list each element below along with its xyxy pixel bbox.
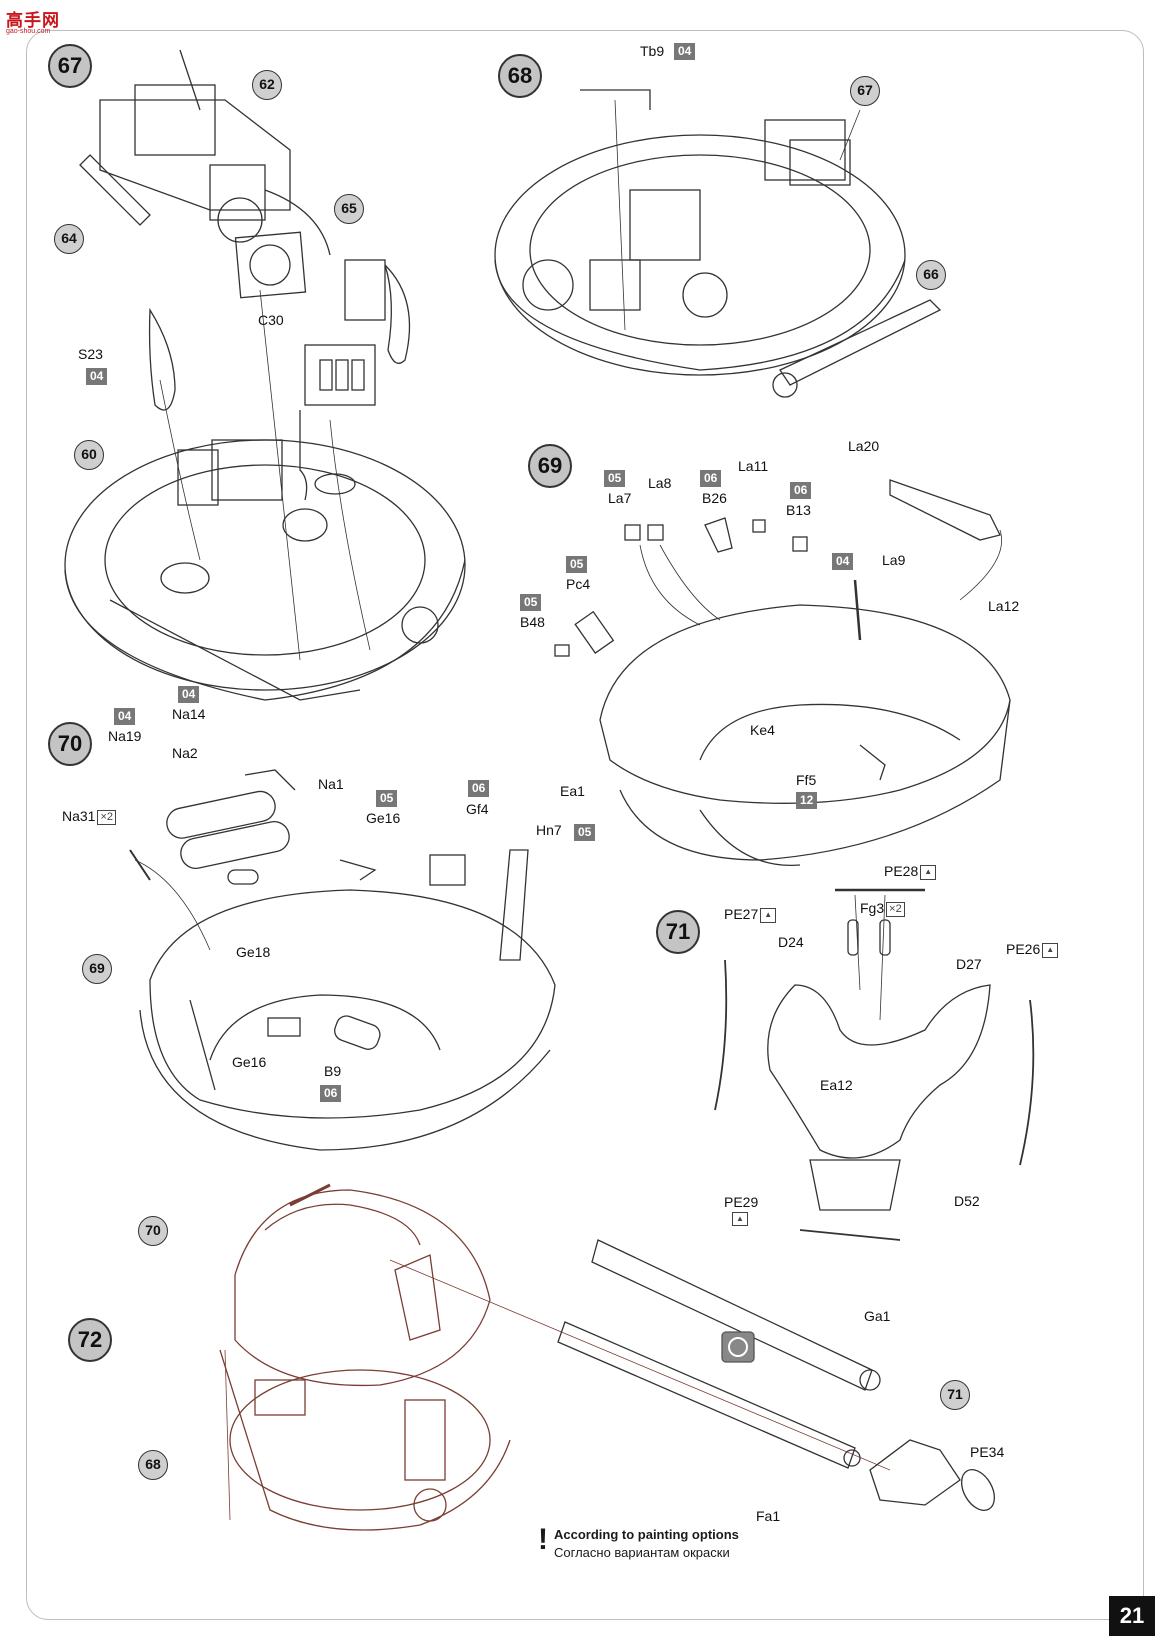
label-pe34: PE34 bbox=[970, 1444, 1005, 1460]
label-pc4: Pc4 bbox=[566, 576, 591, 592]
label-la9: La9 bbox=[882, 552, 906, 568]
paint-box-b9: 06 bbox=[320, 1085, 342, 1102]
label-la8: La8 bbox=[648, 475, 672, 491]
paint-box-b13: 06 bbox=[790, 482, 812, 499]
ref-70: 70 bbox=[138, 1216, 168, 1246]
ref-60: 60 bbox=[74, 440, 104, 470]
label-na31-text: Na31 bbox=[62, 808, 96, 824]
label-b13: B13 bbox=[786, 502, 811, 518]
label-s23: S23 bbox=[78, 346, 103, 362]
photo-etch-icon: ▲ bbox=[1042, 942, 1059, 958]
label-d24: D24 bbox=[778, 934, 804, 950]
label-hn7: Hn7 bbox=[536, 822, 562, 838]
label-ea12: Ea12 bbox=[820, 1077, 853, 1093]
ref-71: 71 bbox=[940, 1380, 970, 1410]
photo-etch-icon: ▲ bbox=[920, 864, 937, 880]
paint-box-s23: 04 bbox=[86, 368, 108, 385]
paint-box-b48: 05 bbox=[520, 594, 542, 611]
label-tb9: Tb9 bbox=[640, 43, 665, 59]
label-pe29: PE29 bbox=[724, 1194, 759, 1210]
note-russian: Согласно вариантам окраски bbox=[554, 1545, 730, 1560]
label-ea1: Ea1 bbox=[560, 783, 585, 799]
flip-symbol bbox=[721, 1331, 755, 1363]
label-na1: Na1 bbox=[318, 776, 344, 792]
ref-66: 66 bbox=[916, 260, 946, 290]
step71-drawing bbox=[714, 888, 1035, 1241]
label-na19: Na19 bbox=[108, 728, 142, 744]
page-number: 21 bbox=[1109, 1596, 1155, 1636]
multiplier-na31: ×2 bbox=[97, 809, 117, 825]
label-la12: La12 bbox=[988, 598, 1020, 614]
label-d52: D52 bbox=[954, 1193, 980, 1209]
label-la20: La20 bbox=[848, 438, 880, 454]
step72-drawing bbox=[219, 1183, 891, 1531]
paint-box-na14: 04 bbox=[178, 686, 200, 703]
label-la11: La11 bbox=[738, 458, 769, 474]
ref-64: 64 bbox=[54, 224, 84, 254]
label-ge16-bottom: Ge16 bbox=[232, 1054, 267, 1070]
paint-box-gf4: 06 bbox=[468, 780, 490, 797]
step-number-70: 70 bbox=[48, 722, 92, 766]
paint-box-ge16: 05 bbox=[376, 790, 398, 807]
step-number-69: 69 bbox=[528, 444, 572, 488]
label-c30: C30 bbox=[258, 312, 284, 328]
step-number-72: 72 bbox=[68, 1318, 112, 1362]
step68-drawing bbox=[494, 89, 942, 398]
paint-box-la7: 05 bbox=[604, 470, 626, 487]
warning-icon: ! bbox=[538, 1523, 548, 1556]
ref-67: 67 bbox=[850, 76, 880, 106]
label-d27: D27 bbox=[956, 956, 982, 972]
label-pe28: PE28▲ bbox=[884, 863, 937, 880]
step-number-67: 67 bbox=[48, 44, 92, 88]
label-na31: Na31×2 bbox=[62, 808, 117, 825]
barrel-drawings bbox=[557, 1239, 996, 1511]
note-english: According to painting options bbox=[554, 1527, 739, 1542]
paint-box-na19: 04 bbox=[114, 708, 136, 725]
site-logo: 高手网 gao-shou.com bbox=[6, 11, 60, 35]
ref-68: 68 bbox=[138, 1450, 168, 1480]
label-ke4: Ke4 bbox=[750, 722, 775, 738]
photo-etch-icon: ▲ bbox=[732, 1212, 748, 1226]
multiplier-fg3: ×2 bbox=[886, 901, 905, 917]
label-b26: B26 bbox=[702, 490, 727, 506]
ref-65: 65 bbox=[334, 194, 364, 224]
step-number-68: 68 bbox=[498, 54, 542, 98]
step67-drawing bbox=[64, 49, 466, 701]
step-number-71: 71 bbox=[656, 910, 700, 954]
label-ge16-top: Ge16 bbox=[366, 810, 401, 826]
photo-etch-icon: ▲ bbox=[760, 907, 777, 923]
label-b9: B9 bbox=[324, 1063, 342, 1079]
paint-box-tb9: 04 bbox=[674, 43, 696, 60]
label-na14: Na14 bbox=[172, 706, 206, 722]
paint-box-b26: 06 bbox=[700, 470, 722, 487]
label-fa1: Fa1 bbox=[756, 1508, 781, 1524]
label-na2: Na2 bbox=[172, 745, 198, 761]
label-ff5: Ff5 bbox=[796, 772, 817, 788]
paint-box-pc4: 05 bbox=[566, 556, 588, 573]
label-pe27: PE27▲ bbox=[724, 906, 777, 923]
step70-drawing bbox=[129, 769, 556, 1151]
step69-drawing bbox=[554, 479, 1011, 867]
label-ge18: Ge18 bbox=[236, 944, 271, 960]
paint-box-la9: 04 bbox=[832, 553, 854, 570]
page-frame bbox=[26, 30, 1144, 1620]
label-pe26: PE26▲ bbox=[1006, 941, 1059, 958]
paint-box-ff5: 12 bbox=[796, 792, 818, 809]
ref-69: 69 bbox=[82, 954, 112, 984]
ref-62: 62 bbox=[252, 70, 282, 100]
paint-box-hn7: 05 bbox=[574, 824, 596, 841]
label-la7: La7 bbox=[608, 490, 632, 506]
label-fg3: Fg3×2 bbox=[860, 900, 905, 917]
label-b48: B48 bbox=[520, 614, 545, 630]
label-gf4: Gf4 bbox=[466, 801, 489, 817]
label-ga1: Ga1 bbox=[864, 1308, 891, 1324]
